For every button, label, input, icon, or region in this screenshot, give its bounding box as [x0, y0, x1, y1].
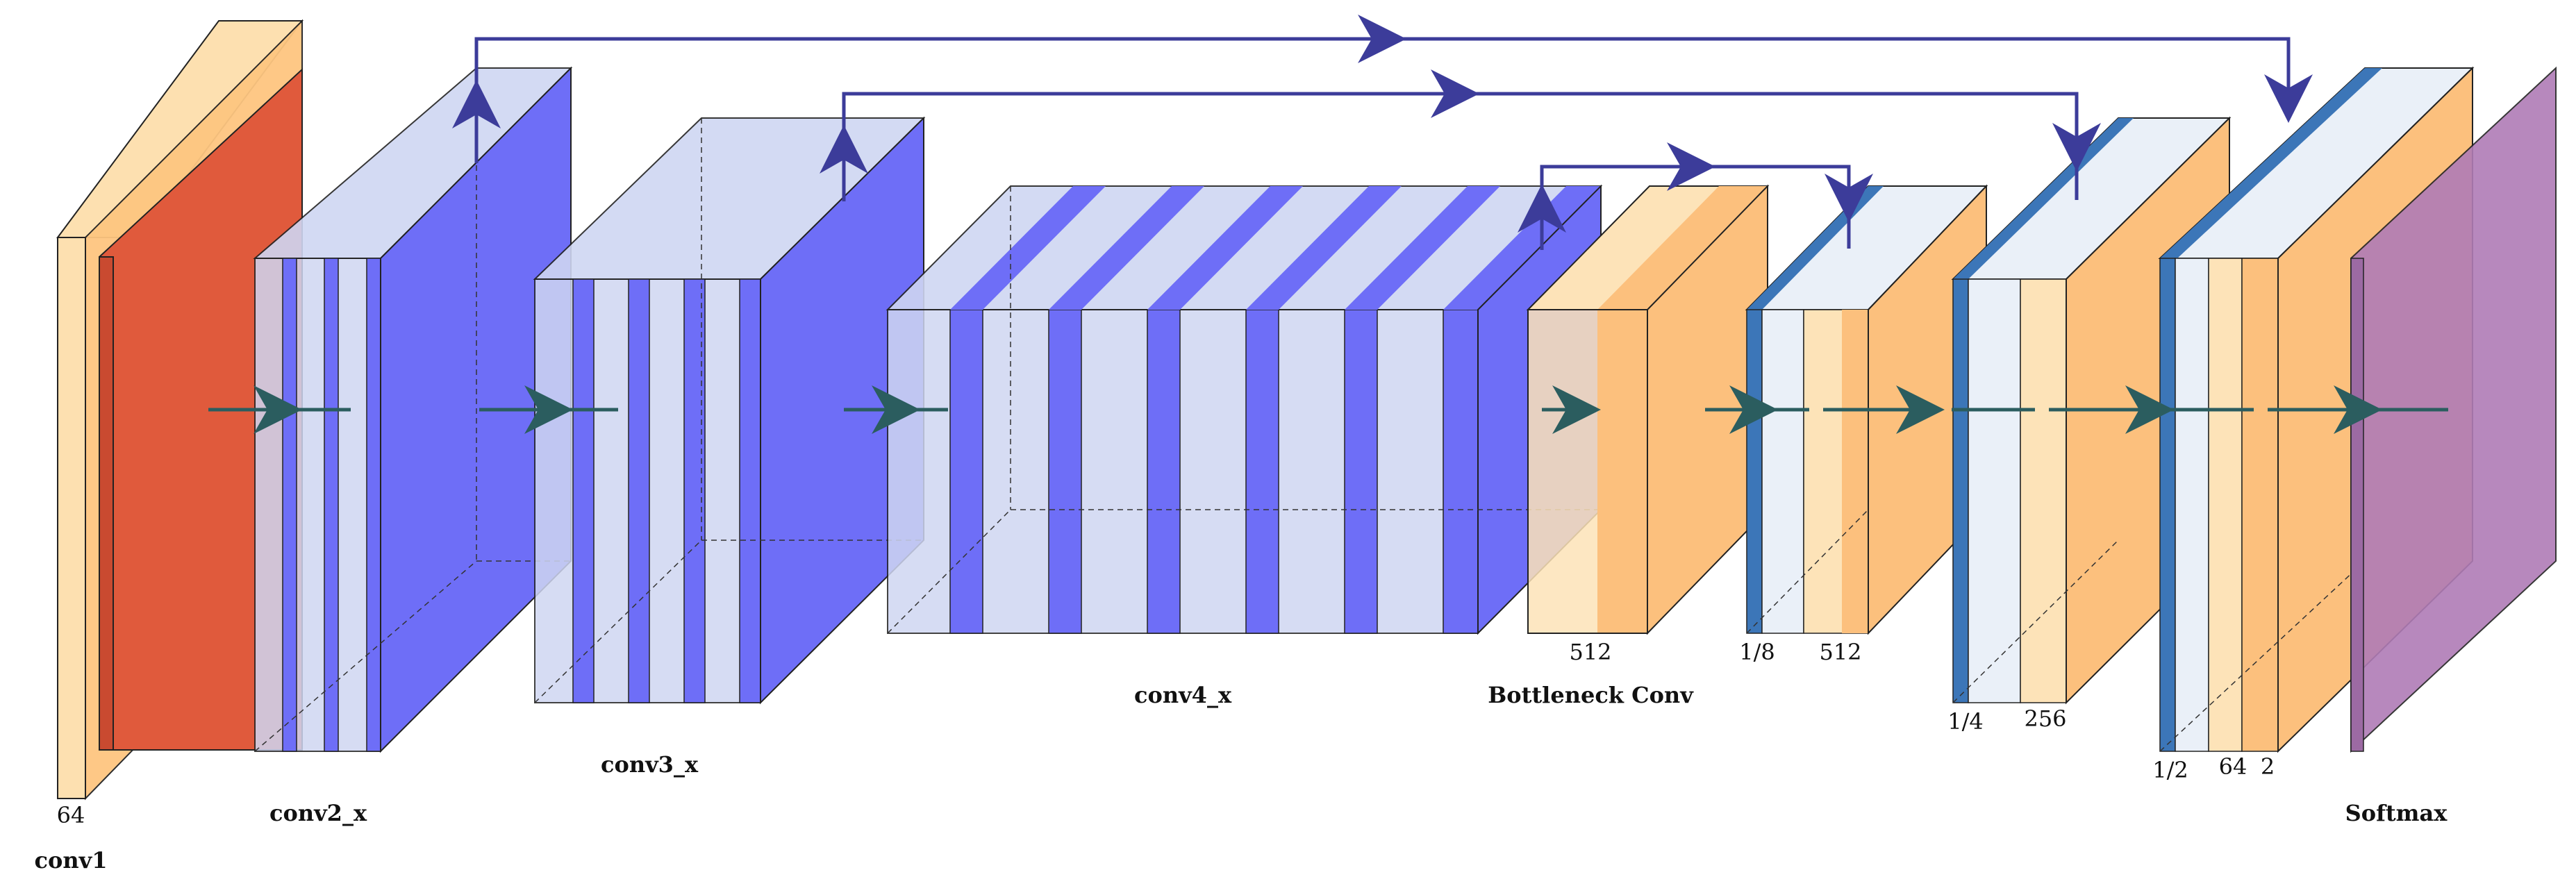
- conv4-label: conv4_x: [1134, 682, 1232, 708]
- conv1-dim-label: 64: [57, 802, 85, 828]
- bottleneck-label: Bottleneck Conv: [1488, 682, 1694, 708]
- upsample-1-2-scale-label: 1/2: [2152, 757, 2188, 783]
- bottleneck-dim-label: 512: [1569, 639, 1611, 665]
- upsample-1-4-scale-label: 1/4: [1947, 708, 1984, 735]
- upsample-1-8-dim-label: 512: [1819, 639, 1861, 665]
- upsample-1-2-dim-a-label: 64: [2219, 753, 2247, 780]
- conv3-label: conv3_x: [601, 751, 699, 778]
- labels: 64 conv1 conv2_x conv3_x conv4_x 512 Bot…: [35, 639, 2448, 874]
- conv4-block: [886, 184, 1603, 635]
- upsample-1-8-scale-label: 1/8: [1739, 639, 1775, 665]
- upsample-1-4-dim-label: 256: [2024, 705, 2066, 732]
- softmax-block: [2350, 66, 2557, 753]
- upsample-1-2-dim-b-label: 2: [2261, 753, 2275, 780]
- softmax-label: Softmax: [2345, 800, 2448, 826]
- conv1-block: [56, 19, 304, 801]
- skip-connections: [452, 15, 2313, 250]
- conv1-label: conv1: [35, 847, 108, 874]
- conv2-label: conv2_x: [269, 800, 367, 826]
